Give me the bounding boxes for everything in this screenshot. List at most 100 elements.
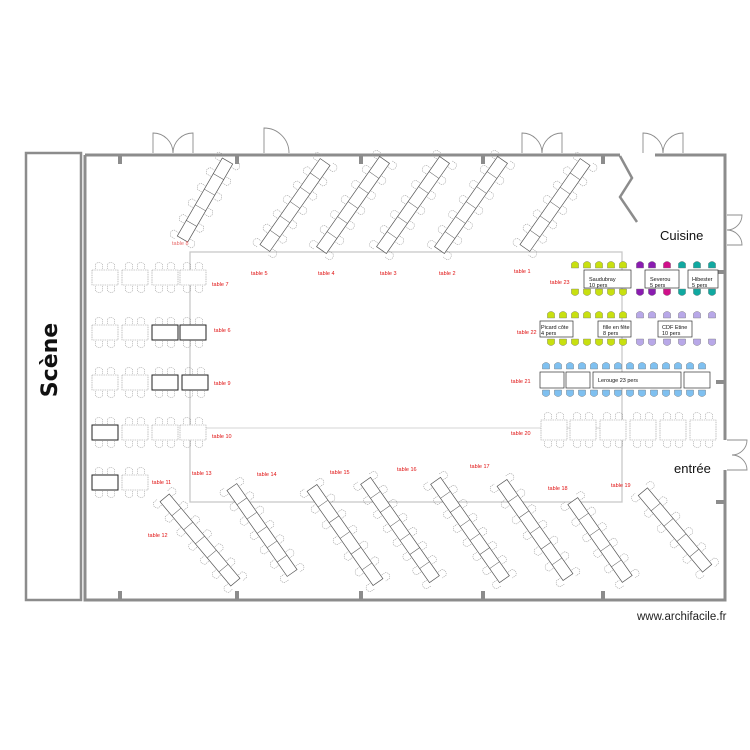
- table-label-t17: table 17: [470, 464, 490, 470]
- square-table: [181, 374, 209, 391]
- chair-icon: [663, 412, 671, 419]
- chair-icon: [421, 165, 431, 175]
- chair-icon: [602, 389, 610, 397]
- chair-icon: [137, 391, 145, 398]
- chair-icon: [648, 261, 656, 269]
- chair-icon: [693, 441, 701, 448]
- chair-icon: [222, 176, 232, 186]
- chair-icon: [345, 220, 355, 230]
- chair-icon: [255, 505, 265, 515]
- square-table: [540, 419, 568, 441]
- chair-icon: [167, 317, 175, 324]
- chair-icon: [285, 548, 295, 558]
- chair-icon: [678, 311, 686, 319]
- chair-icon: [262, 223, 272, 233]
- chair-icon: [219, 487, 229, 497]
- group-count-fille: 8 pers: [603, 331, 619, 337]
- chair-icon: [95, 491, 103, 498]
- chair-icon: [506, 160, 515, 170]
- chair-icon: [582, 533, 592, 543]
- chair-icon: [178, 214, 188, 224]
- table-label-t20: table 20: [511, 431, 531, 437]
- square-table: [689, 419, 717, 441]
- group-name-cdf: CDF Etine: [662, 325, 687, 331]
- chair-icon: [453, 523, 462, 533]
- square-table: [179, 324, 207, 341]
- table-label-t12: table 12: [148, 533, 168, 539]
- chair-icon: [356, 205, 366, 215]
- chair-icon: [571, 261, 579, 269]
- chair-icon: [275, 534, 285, 544]
- chair-icon: [547, 338, 555, 346]
- chair-icon: [107, 391, 115, 398]
- chair-icon: [527, 504, 537, 514]
- chair-icon: [663, 311, 671, 319]
- chair-icon: [542, 389, 550, 397]
- chair-icon: [298, 205, 308, 215]
- chair-icon: [607, 288, 615, 296]
- chair-icon: [593, 548, 602, 558]
- chair-icon: [583, 338, 591, 346]
- square-table: [91, 269, 119, 286]
- chair-icon: [684, 527, 693, 537]
- chair-icon: [137, 417, 145, 424]
- chair-icon: [288, 220, 298, 230]
- chair-icon: [405, 220, 415, 230]
- chair-icon: [213, 192, 223, 202]
- chair-icon: [354, 567, 364, 577]
- chair-icon: [195, 441, 203, 448]
- chair-icon: [522, 530, 532, 540]
- chair-icon: [585, 441, 593, 448]
- table-label-t8: table 8: [172, 241, 189, 247]
- chair-icon: [125, 441, 133, 448]
- square-table: [179, 269, 207, 286]
- chair-icon: [573, 412, 581, 419]
- chair-icon: [674, 389, 682, 397]
- chair-icon: [125, 467, 133, 474]
- chair-icon: [619, 261, 627, 269]
- chair-icon: [507, 569, 517, 579]
- banquet-row: [489, 473, 581, 587]
- chair-icon: [372, 150, 382, 160]
- chair-icon: [315, 478, 325, 488]
- group-count-severou: 5 pers: [650, 283, 666, 289]
- chair-icon: [458, 195, 468, 205]
- square-table: [121, 424, 149, 441]
- chair-icon: [566, 362, 574, 370]
- chair-icon: [602, 362, 610, 370]
- chair-icon: [657, 523, 666, 533]
- chair-icon: [411, 180, 421, 190]
- chair-icon: [547, 311, 555, 319]
- table-label-t18: table 18: [548, 486, 568, 492]
- chair-icon: [453, 235, 463, 245]
- chair-icon: [107, 441, 115, 448]
- chair-icon: [645, 412, 653, 419]
- chair-icon: [607, 338, 615, 346]
- chair-icon: [245, 491, 254, 501]
- chair-icon: [195, 262, 203, 269]
- chair-icon: [167, 487, 177, 497]
- chair-icon: [492, 579, 501, 590]
- group-table: [657, 320, 693, 338]
- chair-icon: [235, 477, 244, 487]
- group-table: [565, 371, 591, 389]
- chair-icon: [185, 367, 193, 374]
- chair-icon: [402, 551, 412, 561]
- chair-icon: [332, 535, 342, 545]
- chair-icon: [603, 412, 611, 419]
- chair-icon: [644, 508, 653, 518]
- chair-icon: [595, 261, 603, 269]
- chair-icon: [571, 288, 579, 296]
- wall-posts: [118, 155, 725, 600]
- chair-icon: [377, 175, 387, 185]
- chair-icon: [462, 537, 472, 547]
- chair-icon: [155, 417, 163, 424]
- table-label-t23: table 23: [550, 280, 570, 286]
- chair-icon: [351, 180, 361, 190]
- square-table: [121, 374, 149, 391]
- chair-icon: [522, 223, 532, 233]
- chair-icon: [432, 150, 442, 160]
- chair-icon: [662, 389, 670, 397]
- chair-icon: [95, 441, 103, 448]
- group-table: [597, 320, 632, 338]
